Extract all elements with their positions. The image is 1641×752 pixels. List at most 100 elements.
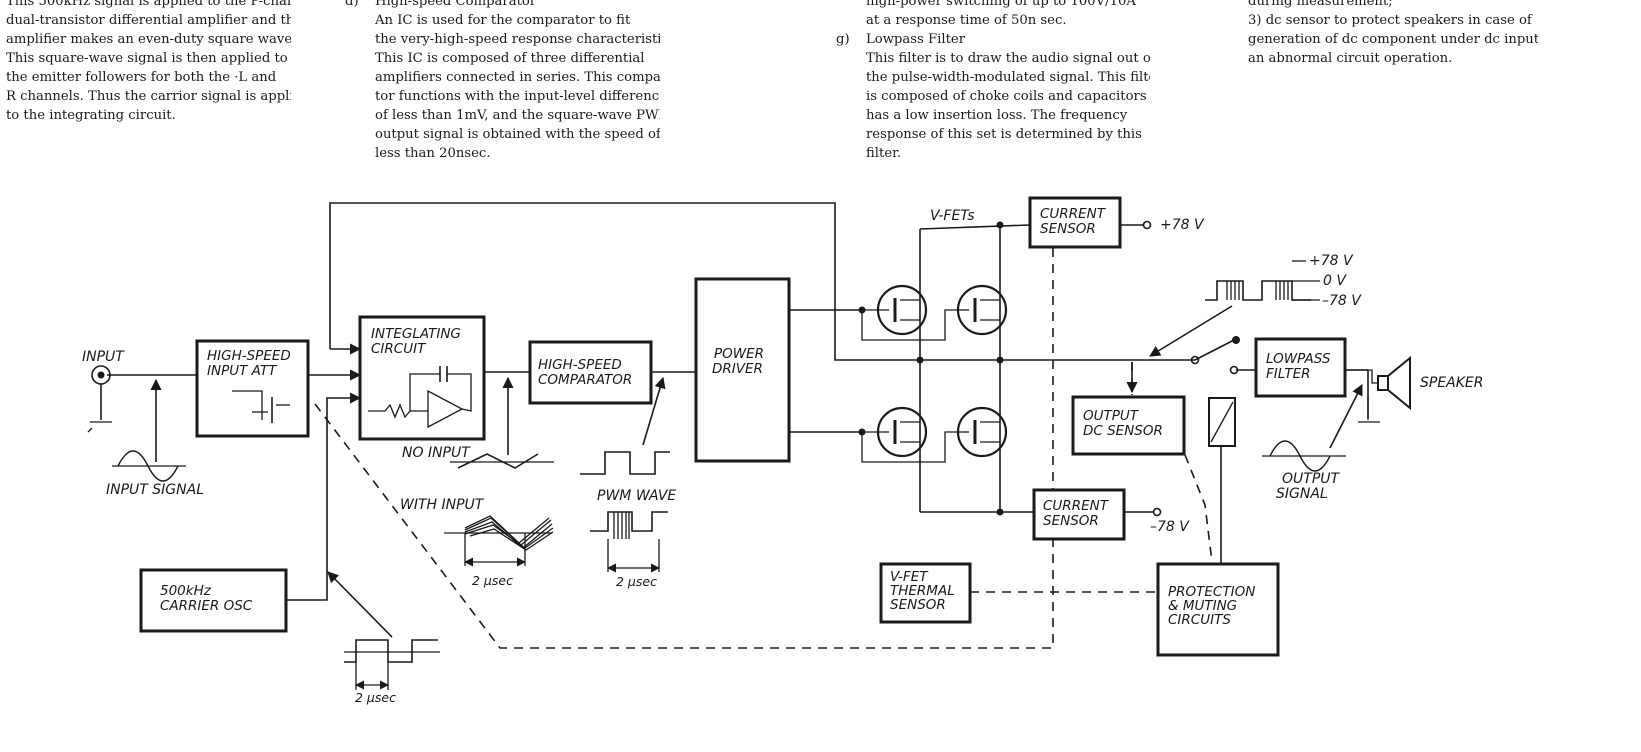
- label-speaker: SPEAKER: [1420, 375, 1484, 391]
- block-label: LOWPASS: [1266, 351, 1331, 367]
- block-label: 500kHz: [160, 583, 212, 599]
- column-1-body: This 500kHz signal is applied to the P-c…: [6, 0, 291, 125]
- vfet-transistors: [861, 284, 1008, 463]
- text-line: R channels. Thus the carrior signal is a…: [6, 89, 291, 104]
- block-label: HIGH-SPEED: [207, 348, 291, 364]
- label-2usec: 2 μsec: [355, 690, 396, 705]
- block-carrier-osc: 500kHz CARRIER OSC: [139, 568, 288, 633]
- text-line: amplifier makes an even-duty square wave…: [6, 32, 291, 47]
- block-protection-muting: PROTECTION & MUTING CIRCUITS: [1156, 562, 1280, 657]
- block-label: CURRENT: [1040, 206, 1107, 222]
- supply-terminal-top: [1142, 220, 1152, 230]
- label-vfets: V-FETs: [930, 208, 975, 224]
- text-line: an abnormal circuit operation.: [1248, 51, 1453, 66]
- block-label: POWER: [714, 346, 764, 362]
- block-thermal-sensor: V-FET THERMAL SENSOR: [879, 562, 972, 624]
- label-with-input: WITH INPUT: [400, 497, 485, 513]
- label-input-signal: INPUT SIGNAL: [106, 482, 204, 498]
- block-label: DC SENSOR: [1083, 423, 1163, 439]
- block-label: CIRCUITS: [1168, 612, 1231, 628]
- column-2-body: An IC is used for the comparator to fit …: [375, 11, 660, 163]
- label-minus78: –78 V: [1322, 293, 1362, 309]
- text-line: at a response time of 50n sec.: [866, 13, 1067, 28]
- block-label: FILTER: [1266, 366, 1311, 382]
- text-line: This IC is composed of three differentia…: [375, 51, 645, 66]
- column-3-body: This filter is to draw the audio signal …: [866, 49, 1150, 163]
- label-output-signal: SIGNAL: [1276, 486, 1328, 502]
- text-line: high-power switching of up to 100V/10A: [866, 0, 1136, 9]
- block-label: CIRCUIT: [371, 341, 427, 357]
- block-output-dc-sensor: OUTPUT DC SENSOR: [1071, 395, 1186, 456]
- text-line: filter.: [866, 146, 902, 161]
- section-heading-g: g) Lowpass Filter: [836, 30, 1150, 49]
- block-label: PROTECTION: [1168, 584, 1255, 600]
- label-zero-v: 0 V: [1323, 273, 1347, 289]
- text-column-2: d) High-speed Comparator An IC is used f…: [345, 0, 660, 163]
- block-label: INPUT ATT: [207, 363, 278, 379]
- text-line: 3) dc sensor to protect speakers in case…: [1248, 13, 1532, 28]
- section-letter: d): [345, 0, 359, 9]
- text-column-3: high-power switching of up to 100V/10A a…: [836, 0, 1150, 163]
- block-current-sensor-top: CURRENT SENSOR: [1028, 196, 1122, 249]
- signal-wires: [100, 202, 1369, 601]
- block-label: CARRIER OSC: [160, 598, 253, 614]
- label-no-input: NO INPUT: [402, 445, 471, 461]
- block-integrating-circuit: INTEGLATING CIRCUIT: [358, 315, 486, 441]
- pwm-hatch: [613, 512, 630, 539]
- label-plus78-top: +78 V: [1160, 217, 1205, 233]
- text-line: dual-transistor differential amplifier a…: [6, 13, 291, 28]
- block-input-att: HIGH-SPEED INPUT ATT: [195, 339, 310, 438]
- text-line: amplifiers connected in series. This com…: [375, 70, 660, 85]
- text-line: tor functions with the input-level diffe…: [375, 89, 660, 104]
- block-label: CURRENT: [1043, 498, 1110, 514]
- section-title: Lowpass Filter: [866, 32, 966, 47]
- text-line: the very-high-speed response characteris…: [375, 32, 660, 47]
- block-label: SENSOR: [1043, 513, 1099, 529]
- text-line: is composed of choke coils and capacitor…: [866, 89, 1150, 104]
- section-letter: g): [836, 32, 850, 47]
- block-label: SENSOR: [1040, 221, 1096, 237]
- text-line: output signal is obtained with the speed…: [375, 127, 660, 142]
- text-column-4: during measurement; 3) dc sensor to prot…: [1248, 0, 1538, 68]
- block-lowpass-filter: LOWPASS FILTER: [1254, 337, 1347, 398]
- supply-terminal-bottom: [1152, 507, 1162, 517]
- input-jack: [87, 365, 112, 433]
- block-label: & MUTING: [1168, 598, 1237, 614]
- label-2usec: 2 μsec: [616, 574, 657, 589]
- text-line: the pulse-width-modulated signal. This f…: [866, 70, 1150, 85]
- block-label: SENSOR: [890, 597, 946, 613]
- switch-terminal: [1229, 365, 1239, 375]
- block-comparator: HIGH-SPEED COMPARATOR: [528, 340, 653, 405]
- text-line: to the integrating circuit.: [6, 108, 176, 123]
- text-line: during measurement;: [1248, 0, 1393, 9]
- block-label: INTEGLATING: [371, 326, 461, 342]
- block-power-driver: POWER DRIVER: [694, 277, 791, 463]
- output-pwm-hatch: [1226, 281, 1289, 300]
- text-column-1: This 500kHz signal is applied to the P-c…: [6, 0, 291, 125]
- text-line: of less than 1mV, and the square-wave PW…: [375, 108, 660, 123]
- column-3-pre: high-power switching of up to 100V/10A a…: [866, 0, 1150, 30]
- label-plus78: +78 V: [1309, 253, 1354, 269]
- block-label: DRIVER: [712, 361, 763, 377]
- speaker-icon: [1345, 355, 1411, 423]
- text-line: has a low insertion loss. The frequency: [866, 108, 1128, 123]
- column-4-body: during measurement; 3) dc sensor to prot…: [1248, 0, 1538, 68]
- block-label: THERMAL: [890, 583, 955, 599]
- switch-terminal: [1190, 355, 1200, 365]
- waveforms: [112, 260, 1363, 690]
- text-line: This filter is to draw the audio signal …: [866, 51, 1150, 66]
- label-2usec: 2 μsec: [472, 573, 513, 588]
- block-label: HIGH-SPEED: [538, 357, 622, 373]
- text-line: generation of dc component under dc inpu…: [1248, 32, 1538, 47]
- text-line: This square-wave signal is then applied …: [6, 51, 288, 66]
- block-label: V-FET: [890, 569, 929, 585]
- block-label: OUTPUT: [1083, 408, 1140, 424]
- label-minus78-bottom: –78 V: [1150, 519, 1190, 535]
- text-line: An IC is used for the comparator to fit: [375, 13, 631, 28]
- section-heading-d: d) High-speed Comparator: [345, 0, 660, 11]
- label-output-signal: OUTPUT: [1282, 471, 1341, 487]
- text-line: This 500kHz signal is applied to the P-c…: [6, 0, 291, 9]
- label-input: INPUT: [82, 349, 125, 365]
- block-label: COMPARATOR: [538, 372, 632, 388]
